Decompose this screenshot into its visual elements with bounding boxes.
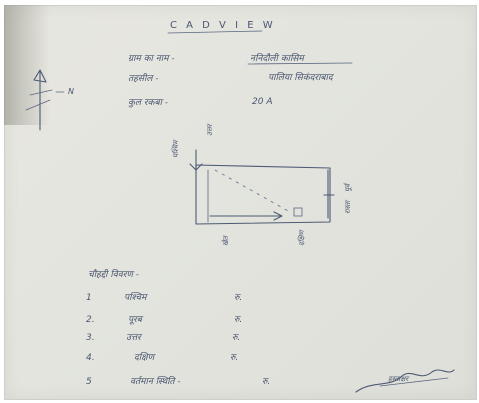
- diagonal-dashed-line: [214, 169, 291, 213]
- left-label: पश्चिम: [171, 139, 180, 158]
- compass-label: N: [68, 87, 74, 96]
- paper-sheet: [4, 5, 477, 400]
- plot-sketch: उत्तर पश्चिम पूर्व रास्ता खेत दक्षिण: [171, 122, 352, 246]
- area-value: 20 A: [252, 97, 272, 107]
- right-label-2: रास्ता: [344, 200, 352, 214]
- signature: हस्ताक्षर: [355, 369, 455, 393]
- bottom-label-2: दक्षिण: [297, 228, 306, 246]
- top-label: उत्तर: [206, 122, 214, 136]
- svg-text:रु.: रु.: [232, 333, 240, 343]
- village-value: ननिदौली कासिम: [250, 52, 305, 64]
- bottom-label-1: खेत: [221, 234, 230, 246]
- tehsil-label: तहसील -: [128, 72, 159, 84]
- svg-text:उत्तर: उत्तर: [126, 333, 143, 343]
- svg-text:वर्तमान स्थिति -: वर्तमान स्थिति -: [130, 375, 181, 387]
- page-fold-shadow: [4, 5, 50, 125]
- list-item: 3. उत्तर रु.: [86, 333, 240, 343]
- page-title: C A D V I E W: [170, 20, 276, 31]
- list-item: 2. पूरब रु.: [86, 315, 242, 325]
- svg-text:2.: 2.: [86, 315, 95, 325]
- signature-text: हस्ताक्षर: [388, 375, 410, 383]
- svg-text:रु.: रु.: [230, 353, 238, 363]
- detail-row-area: कुल रकबा - 20 A: [128, 97, 273, 108]
- north-arrow-icon: [189, 149, 203, 171]
- svg-text:रु.: रु.: [262, 377, 270, 387]
- svg-text:5: 5: [86, 377, 92, 387]
- area-label: कुल रकबा -: [128, 98, 168, 108]
- svg-text:रु.: रु.: [234, 293, 242, 303]
- svg-text:पूरब: पूरब: [128, 315, 144, 325]
- detail-row-village: ग्राम का नाम - ननिदौली कासिम: [128, 52, 353, 65]
- list-item: 5 वर्तमान स्थिति - रु.: [86, 375, 270, 387]
- plot-boundary: [195, 164, 331, 225]
- svg-text:रु.: रु.: [234, 315, 242, 325]
- right-label-1: पूर्व: [343, 182, 352, 192]
- svg-text:पश्चिम: पश्चिम: [124, 291, 148, 303]
- svg-text:1: 1: [86, 293, 92, 303]
- detail-row-tehsil: तहसील - पालिया सिकंदराबाद: [128, 71, 335, 84]
- title-underline: [167, 30, 263, 34]
- compass-icon: N: [25, 69, 74, 131]
- village-label: ग्राम का नाम -: [128, 54, 175, 64]
- list-item: 4. दक्षिण रु.: [86, 351, 238, 363]
- svg-text:3.: 3.: [86, 333, 95, 343]
- tehsil-value: पालिया सिकंदराबाद: [268, 71, 335, 83]
- svg-text:4.: 4.: [86, 353, 95, 363]
- svg-text:दक्षिण: दक्षिण: [134, 351, 157, 363]
- list-heading: चौहद्दी विवरण -: [88, 268, 139, 280]
- list-item: 1 पश्चिम रु.: [86, 291, 242, 303]
- arrow-icon: [209, 211, 283, 221]
